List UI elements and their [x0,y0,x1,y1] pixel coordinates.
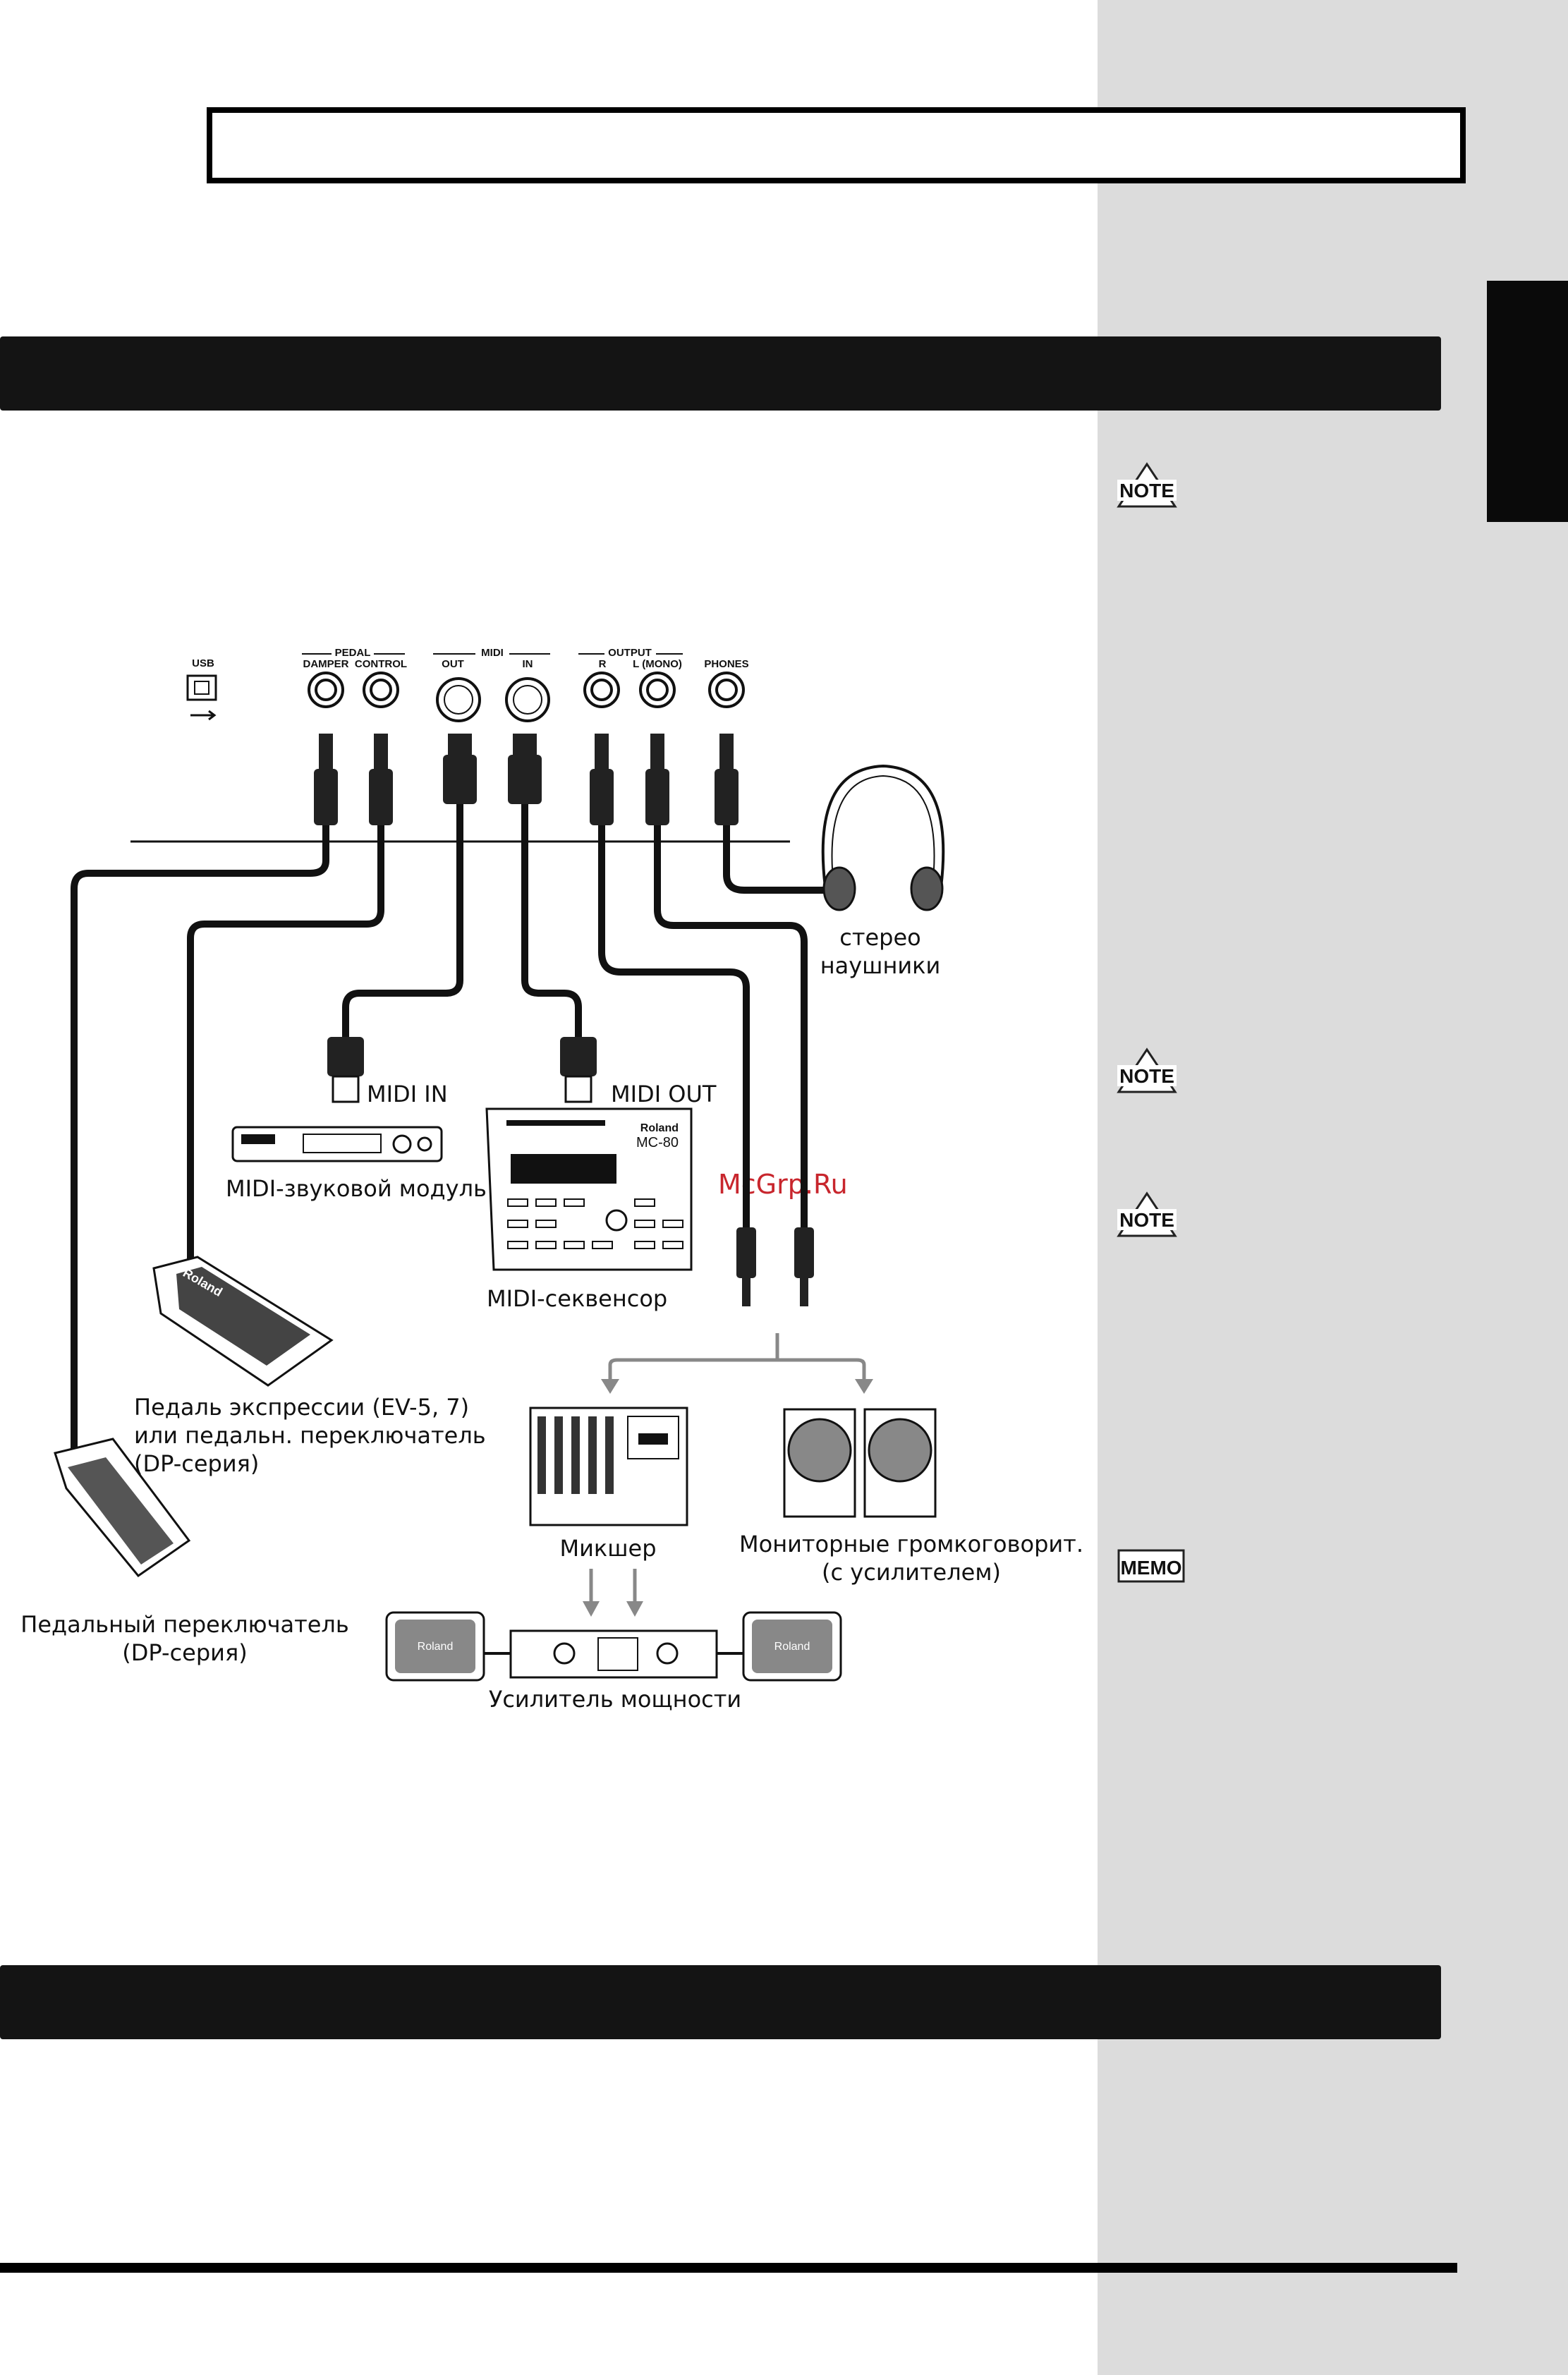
midi-in-label: IN [523,658,533,670]
mixer [529,1407,688,1526]
midi-group-label: MIDI [481,647,504,659]
passive-speakers [385,1611,842,1682]
midi-plugs [443,734,542,804]
usb-port [186,674,217,721]
sequencer-brand: Roland [640,1122,679,1134]
amp-arrows [589,1569,637,1601]
memo-label: MEMO [1120,1557,1181,1579]
note-label: NOTE [1119,1065,1174,1087]
power-amplifier [484,1629,743,1679]
expression-pedal [152,1256,334,1387]
midi-jacks [436,677,550,722]
section-header-bar [0,336,1441,411]
section-header-bar-2 [0,1965,1441,2039]
output-group-label: OUTPUT [608,647,652,659]
note-label: NOTE [1119,1209,1174,1231]
sound-module-label: MIDI-звуковой модуль [226,1175,487,1202]
pedal-switch-label-1: Педальный переключатель [20,1611,348,1638]
sequencer-model: MC-80 [636,1135,679,1150]
output-r-label: R [599,658,607,670]
expression-label-3: (DP-серия) [134,1450,259,1477]
section-tab [1487,281,1568,522]
mixer-label: Микшер [559,1535,656,1562]
pedal-group-label: PEDAL [335,647,371,659]
phone-plugs [314,734,739,825]
pedal-switch-label-2: (DP-серия) [122,1639,247,1666]
monitors-label-1: Мониторные громкоговорит. [739,1531,1083,1557]
headphones [821,764,945,911]
pedal-switch [54,1438,191,1578]
expression-label-2: или педальн. переключатель [134,1422,486,1449]
monitor-speakers [783,1408,937,1518]
note-badge-3: NOTE [1117,1191,1177,1237]
usb-label: USB [192,657,214,669]
phones-label: PHONES [704,658,748,670]
midi-out-plug-label: MIDI OUT [611,1081,717,1107]
signal-arrows [608,1333,866,1379]
midi-out-label: OUT [442,658,464,670]
note-badge-1: NOTE [1117,462,1177,508]
panel-jacks [308,672,745,708]
note-badge-2: NOTE [1117,1047,1177,1093]
output-plug-ends [736,1227,814,1306]
page-title-box [207,107,1466,183]
watermark: McGrp.Ru [718,1169,848,1200]
memo-badge: MEMO [1117,1549,1185,1583]
connection-diagram: USB PEDAL DAMPER CONTROL MIDI OUT IN OUT… [20,647,1083,1713]
expression-label-1: Педаль экспрессии (EV-5, 7) [134,1394,469,1421]
footer-rule [0,2263,1457,2273]
headphones-label-1: стерео [839,924,921,951]
cables [71,804,825,1467]
midi-in-plug [327,1037,364,1103]
speaker-brand-left: Roland [418,1641,454,1653]
speaker-brand-right: Roland [774,1641,810,1653]
note-label: NOTE [1119,480,1174,502]
monitors-label-2: (с усилителем) [822,1559,1001,1586]
control-label: CONTROL [355,658,407,670]
damper-label: DAMPER [303,658,348,670]
midi-out-plug [560,1037,597,1103]
headphones-label-2: наушники [820,952,941,979]
sequencer-label: MIDI-секвенсор [487,1285,667,1312]
amplifier-label: Усилитель мощности [489,1686,741,1713]
sequencer [485,1107,693,1271]
sound-module [231,1126,443,1162]
midi-in-plug-label: MIDI IN [367,1081,448,1107]
output-l-label: L (MONO) [633,658,682,670]
